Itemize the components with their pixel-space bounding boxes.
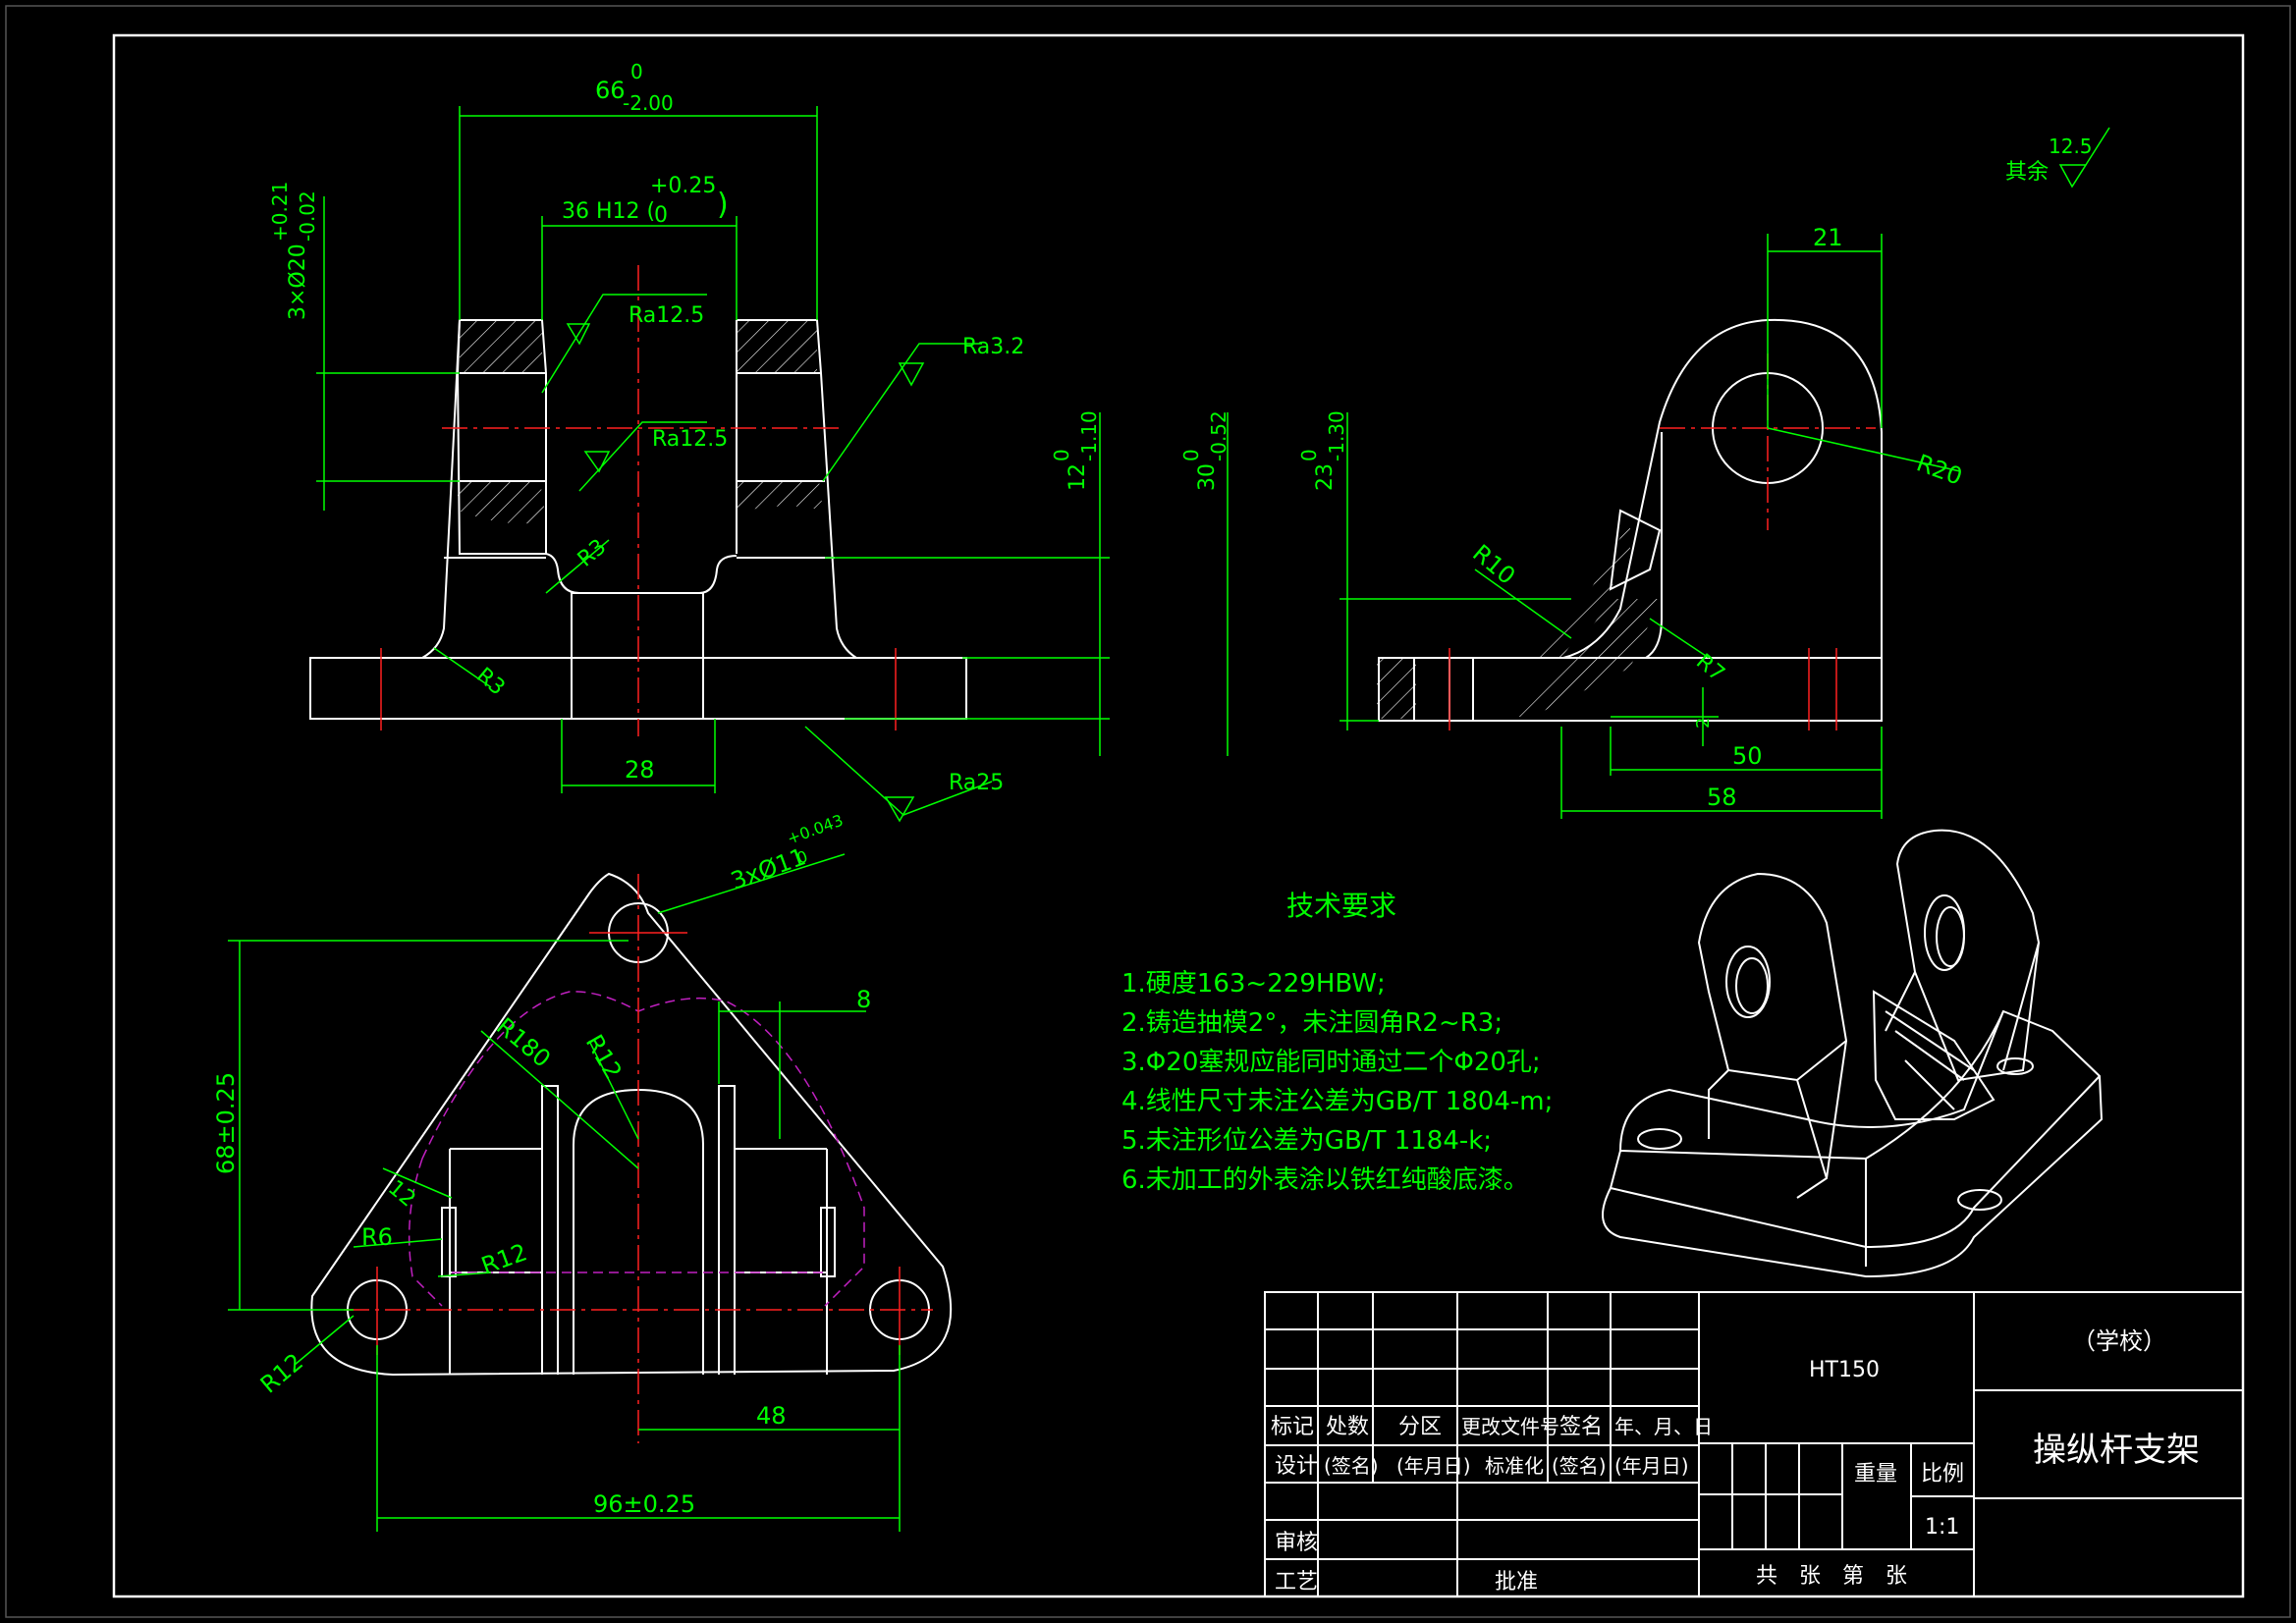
r12-low-dim: R12 (255, 1348, 308, 1399)
ra-right: Ra3.2 (962, 335, 1024, 359)
d2-dim: 2 (1693, 718, 1714, 729)
d21-dim: 21 (1813, 224, 1843, 251)
tb-school: （学校） (2072, 1327, 2166, 1355)
d8-dim: 8 (856, 986, 871, 1013)
roughness-other-label: 其余 (2005, 160, 2049, 185)
h30-upper: 0 (1179, 449, 1203, 461)
tb-sheet: 共 张 第 张 (1756, 1564, 1907, 1589)
slot-lower: 0 (654, 203, 668, 228)
tech-req-item: 1.硬度163~229HBW; (1121, 969, 1386, 999)
tech-req-item: 2.铸造抽模2°，未注圆角R2~R3; (1121, 1008, 1503, 1038)
technical-requirements: 技术要求 1.硬度163~229HBW; 2.铸造抽模2°，未注圆角R2~R3;… (1121, 890, 1553, 1195)
h23-upper: 0 (1297, 449, 1321, 461)
r7-dim: R7 (1691, 649, 1729, 686)
r3-upper: R3 (574, 535, 612, 572)
tb-header: 处数 (1326, 1415, 1369, 1439)
holes-upper-top: +0.043 (785, 811, 846, 848)
r10-dim: R10 (1467, 539, 1520, 590)
holes-dim: 3×Ø20 (286, 243, 310, 320)
h68-dim: 68±0.25 (212, 1072, 240, 1174)
sheet-border (5, 5, 2291, 1618)
r3-lower: R3 (471, 663, 510, 700)
h12-upper: 0 (1050, 449, 1073, 461)
tb-design: (签名) (1324, 1454, 1379, 1478)
tb-design: (签名) (1552, 1454, 1607, 1478)
tb-header: 分区 (1398, 1415, 1442, 1439)
ra-mid-left: Ra12.5 (652, 427, 728, 452)
slot-close: ) (717, 188, 729, 222)
tb-design: 标准化 (1485, 1454, 1544, 1478)
width-dim: 66 (595, 77, 626, 104)
tech-req-title: 技术要求 (1286, 890, 1396, 922)
tb-design: (年月日) (1614, 1454, 1689, 1478)
tb-design: (年月日) (1396, 1454, 1471, 1478)
tb-header: 年、月、日 (1614, 1415, 1713, 1438)
tb-review: 审核 (1275, 1531, 1318, 1555)
h23-lower: -1.30 (1325, 410, 1348, 461)
h12-dim: 12 (1066, 463, 1090, 491)
r6-dim: R6 (361, 1223, 393, 1251)
isometric-view (1602, 829, 2104, 1278)
tb-weight-label: 重量 (1854, 1462, 1897, 1487)
d48-dim: 48 (756, 1402, 787, 1430)
r12-top-dim: R12 (580, 1030, 628, 1084)
slot-dim: 36 H12 ( (562, 199, 655, 224)
slot-upper: +0.25 (650, 174, 716, 198)
h30-dim: 30 (1195, 463, 1220, 491)
tech-req-item: 3.Φ20塞规应能同时通过二个Φ20孔; (1121, 1048, 1541, 1077)
side-view: 21 R20 R10 R7 2 50 58 23 0 -1.30 (1297, 224, 1966, 819)
tb-scale: 1:1 (1925, 1515, 1959, 1540)
tb-part-name: 操纵杆支架 (2033, 1431, 2200, 1470)
base-slot-dim: 28 (625, 756, 655, 784)
h30-lower: -0.52 (1207, 410, 1230, 461)
tb-design: 设计 (1275, 1454, 1318, 1479)
h23-dim: 23 (1313, 463, 1338, 491)
d96-dim: 96±0.25 (593, 1490, 695, 1518)
tb-process: 工艺 (1275, 1570, 1318, 1595)
tech-req-item: 6.未加工的外表涂以铁红纯酸底漆。 (1121, 1165, 1529, 1195)
ra-top-left: Ra12.5 (629, 303, 704, 328)
holes-upper: +0.21 (268, 182, 292, 242)
holes-lower: -0.02 (296, 190, 319, 242)
tb-scale-label: 比例 (1921, 1462, 1964, 1487)
r12-mid-dim: R12 (477, 1238, 530, 1279)
tb-approve: 批准 (1495, 1570, 1538, 1595)
tb-material: HT150 (1809, 1358, 1880, 1382)
width-lower: -2.00 (623, 91, 674, 115)
roughness-other-value: 12.5 (2049, 135, 2093, 158)
roughness-other: 其余 12.5 (2005, 127, 2110, 189)
tech-req-item: 4.线性尺寸未注公差为GB/T 1804-m; (1121, 1087, 1553, 1116)
tech-req-item: 5.未注形位公差为GB/T 1184-k; (1121, 1126, 1492, 1156)
front-view: 66 0 -2.00 36 H12 ( +0.25 0 ) 3×Ø20 +0.2… (268, 60, 1230, 823)
r20-dim: R20 (1913, 449, 1966, 490)
top-view: 3xØ11 +0.043 0 R180 R12 8 12 R6 R12 R12 … (212, 811, 953, 1532)
tb-header: 标记 (1271, 1415, 1314, 1439)
title-block: 标记 处数 分区 更改文件号 签名 年、月、日 设计 (签名) (年月日) 标准… (1264, 1291, 2244, 1597)
r180-dim: R180 (491, 1012, 556, 1073)
width-upper: 0 (630, 60, 643, 83)
d58-dim: 58 (1707, 784, 1737, 811)
tb-header: 签名 (1559, 1415, 1603, 1439)
ra-bottom: Ra25 (949, 771, 1004, 795)
d50-dim: 50 (1732, 742, 1763, 770)
tb-header: 更改文件号 (1461, 1415, 1559, 1438)
h12-lower: -1.10 (1077, 410, 1101, 461)
